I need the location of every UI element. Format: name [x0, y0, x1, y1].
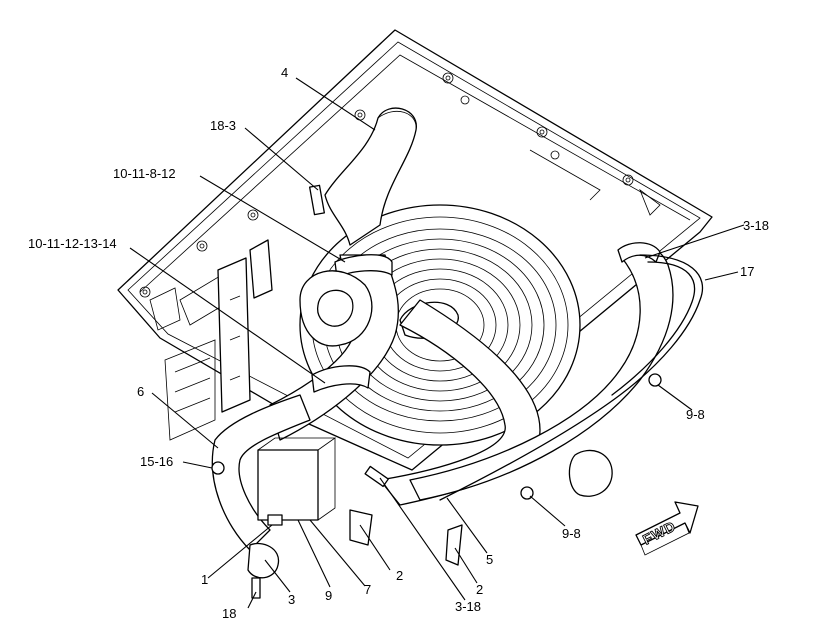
callout-2-right: 2	[396, 568, 403, 583]
callout-7: 7	[364, 582, 371, 597]
callout-17: 17	[740, 264, 754, 279]
callout-2-left: 2	[476, 582, 483, 597]
hose-lower-right	[568, 449, 613, 497]
callout-labels: 4 18-3 10-11-8-12 10-11-12-13-14 3-18 17…	[28, 65, 769, 621]
leader-lines	[129, 77, 745, 609]
hose-4	[324, 107, 417, 246]
clips-2	[349, 509, 463, 566]
callout-5: 5	[486, 552, 493, 567]
callout-10-11-12-13-14: 10-11-12-13-14	[28, 236, 117, 251]
callout-3-18-top: 3-18	[743, 218, 769, 233]
callout-9: 9	[325, 588, 332, 603]
callout-10-11-8-12: 10-11-8-12	[113, 166, 176, 181]
callout-6: 6	[137, 384, 144, 399]
fwd-label: FWD	[640, 518, 678, 548]
fittings	[211, 184, 662, 599]
callout-3-18-bottom: 3-18	[455, 599, 481, 614]
accumulator-box	[257, 437, 337, 521]
callout-18-3: 18-3	[210, 118, 236, 133]
callout-4: 4	[281, 65, 288, 80]
callout-9-8-right: 9-8	[686, 407, 705, 422]
fwd-arrow: FWD	[635, 501, 699, 556]
hose-loop	[299, 270, 373, 347]
hose-6	[211, 394, 311, 579]
callout-18: 18	[222, 606, 236, 621]
support-bracket	[164, 239, 273, 441]
hose-17	[409, 242, 674, 501]
callout-15-16: 15-16	[140, 454, 173, 469]
callout-1: 1	[201, 572, 208, 587]
line-17	[439, 254, 704, 501]
callout-3: 3	[288, 592, 295, 607]
callout-9-8-mid: 9-8	[562, 526, 581, 541]
